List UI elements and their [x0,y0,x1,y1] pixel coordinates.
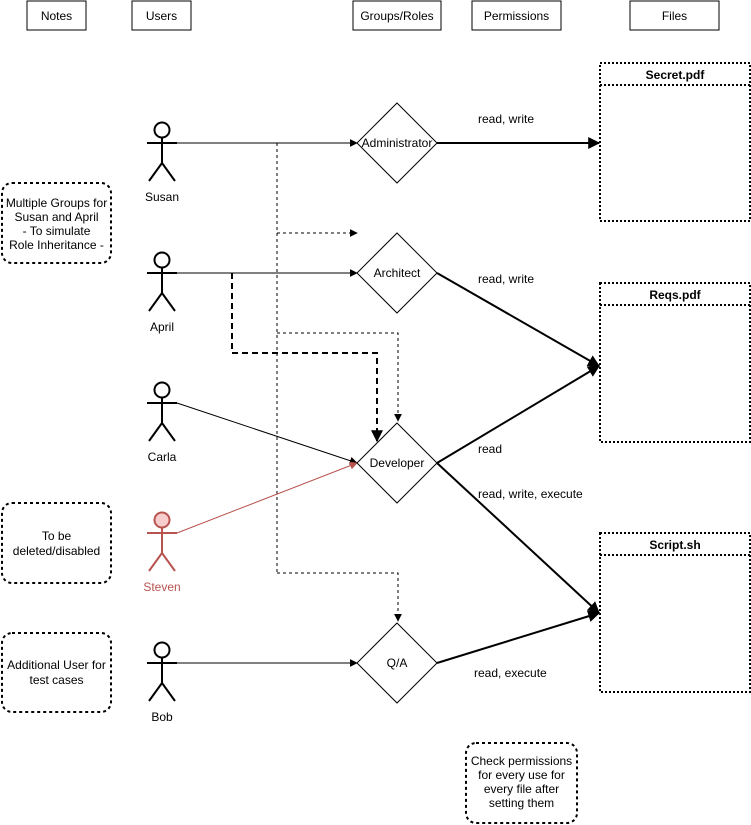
edge-architect-reqs [436,272,601,367]
actor-icon [153,251,171,269]
inheritance-connectors [231,143,402,622]
note-groups-line4: Role Inheritance - [9,238,104,252]
note-check-line2: for every use for [478,768,565,782]
note-to-be-deleted: To be deleted/disabled [1,502,112,584]
note-deleted-line1: To be [42,529,72,543]
header-notes-label: Notes [41,9,72,23]
note-groups-line2: Susan and April [14,210,98,224]
perm-qa-script: read, execute [474,666,547,680]
user-steven [147,511,177,572]
note-check-line4: setting them [489,796,554,810]
note-check-permissions: Check permissions for every use for ever… [465,742,578,824]
actor-icon [153,121,171,139]
edge-qa-script [436,610,601,664]
file-reqs: Reqs.pdf [599,282,751,443]
perm-admin-secret: read, write [478,112,534,126]
perm-developer-reqs: read [478,442,502,456]
header-permissions: Permissions [471,0,562,31]
edge-susan-qa [277,572,402,622]
note-additional-line1: Additional User for [7,658,106,672]
user-carla-label: Carla [148,450,177,464]
actor-icon [153,381,171,399]
perm-architect-reqs: read, write [478,272,534,286]
user-role-edges [176,139,358,667]
header-permissions-label: Permissions [484,9,549,23]
edge-carla-developer [176,402,358,465]
actor-icon [153,511,171,529]
role-developer: Developer [356,422,438,504]
header-users-label: Users [146,9,177,23]
note-check-line3: every file after [484,782,559,796]
edge-steven-developer [176,461,358,534]
note-check-line1: Check permissions [471,754,572,768]
note-additional-line2: test cases [29,673,83,687]
user-carla [147,381,177,442]
note-multiple-groups: Multiple Groups for Susan and April - To… [1,182,112,264]
role-qa: Q/A [356,622,438,704]
role-file-edges [436,137,601,664]
role-administrator: Administrator [356,102,438,184]
file-secret: Secret.pdf [599,62,751,222]
role-developer-label: Developer [370,456,425,470]
header-groups-label: Groups/Roles [360,9,433,23]
file-script: Script.sh [599,532,751,693]
role-architect: Architect [356,232,438,314]
role-qa-label: Q/A [387,656,408,670]
header-users: Users [131,0,192,31]
header-notes: Notes [26,0,87,31]
user-steven-label: Steven [143,580,180,594]
role-architect-label: Architect [374,266,421,280]
user-bob-label: Bob [151,710,173,724]
perm-developer-script: read, write, execute [478,487,583,501]
note-groups-line1: Multiple Groups for [6,196,107,210]
permission-labels: read, write read, write read read, write… [474,112,583,680]
user-susan [147,121,177,182]
header-groups: Groups/Roles [352,0,442,31]
edge-developer-reqs [436,365,601,464]
file-secret-name: Secret.pdf [646,68,706,82]
header-files: Files [629,0,720,31]
edge-susan-developer [277,332,402,422]
role-administrator-label: Administrator [362,136,433,150]
user-april [147,251,177,312]
user-susan-label: Susan [145,190,179,204]
note-groups-line3: - To simulate [23,224,91,238]
file-reqs-name: Reqs.pdf [649,288,701,302]
user-april-label: April [150,320,174,334]
user-bob [147,641,177,702]
edge-april-developer [231,273,383,443]
actor-icon [153,641,171,659]
header-files-label: Files [662,9,687,23]
note-additional-user: Additional User for test cases [1,632,112,713]
file-script-name: Script.sh [649,538,700,552]
note-deleted-line2: deleted/disabled [13,544,100,558]
edge-developer-script [436,462,600,614]
